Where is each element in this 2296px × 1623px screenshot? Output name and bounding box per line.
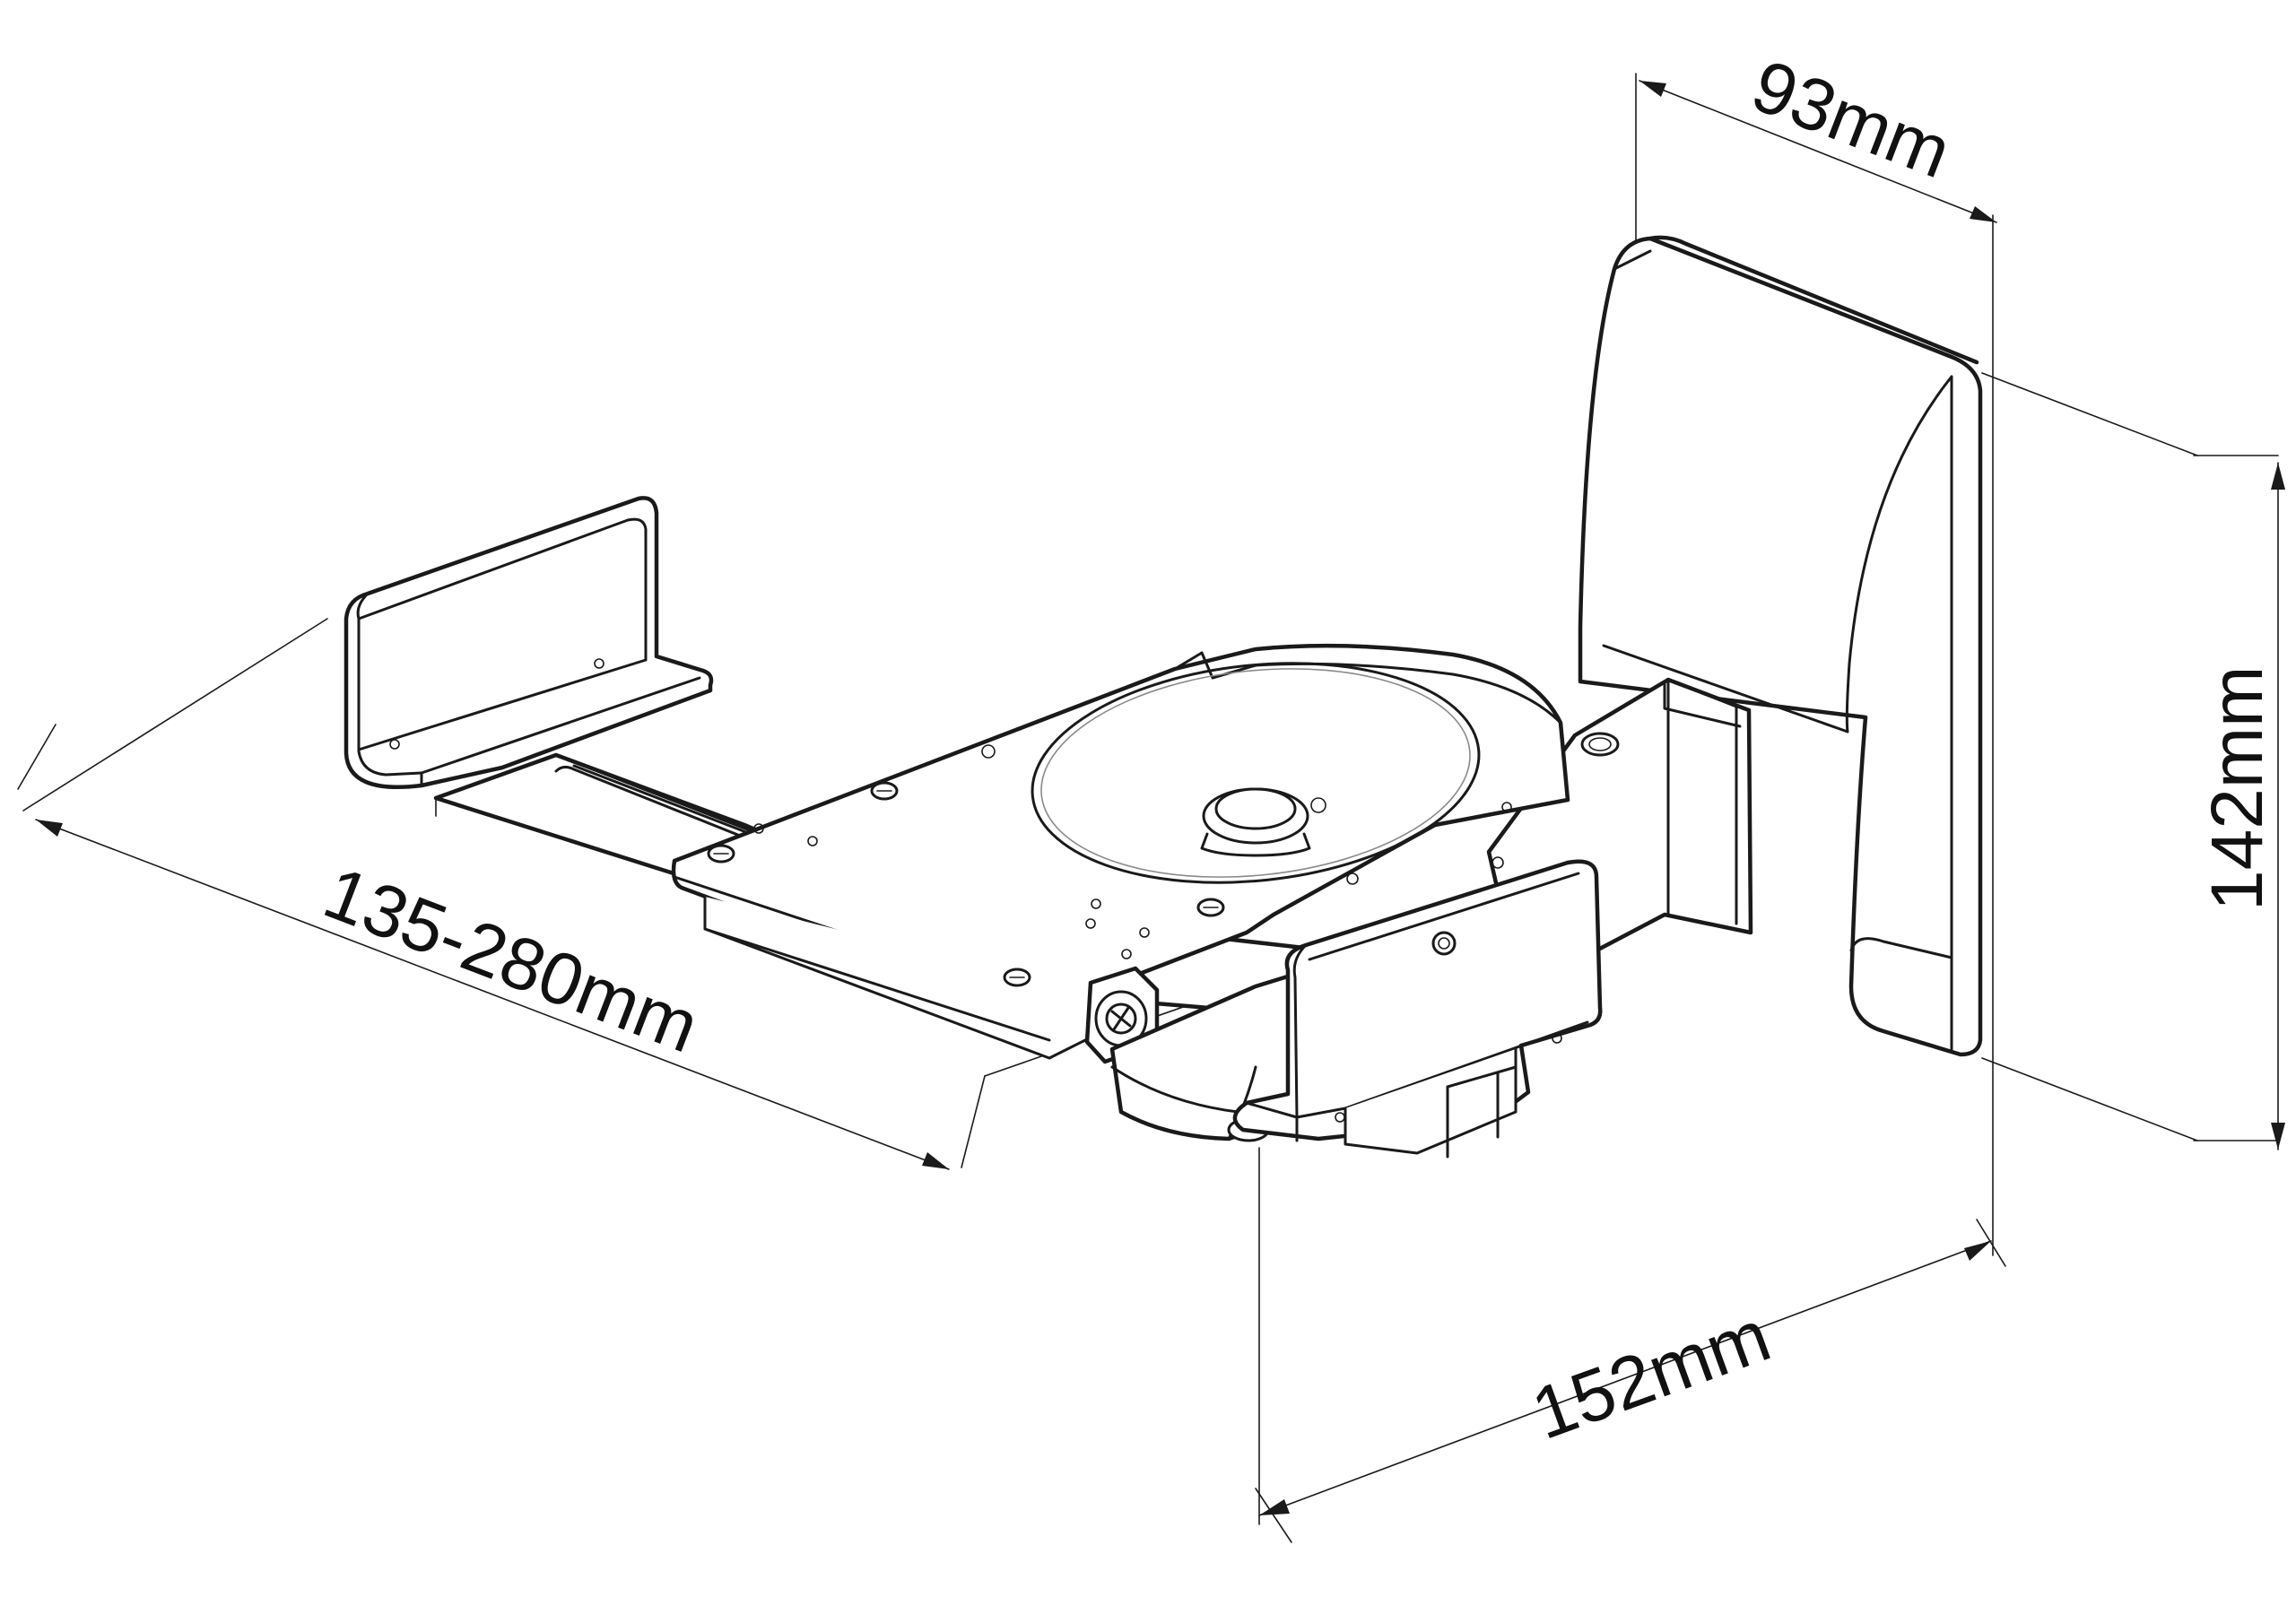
plate-screw-3 [1003,968,1031,987]
plate-screw-2 [870,781,899,801]
label-93mm: 93mm [1742,45,1961,195]
left-clamp [344,496,714,790]
label-142mm: 142mm [2196,666,2278,911]
right-clamp [1232,859,1603,1159]
dimension-142mm [1981,372,2285,1150]
top-plate [671,643,1570,1060]
label-135-280mm: 135-280mm [314,852,709,1069]
plate-screw-1 [707,844,735,864]
wall-plate [1578,235,1983,1057]
dimension-152mm [1255,1147,2006,1543]
plate-screw-4 [1196,898,1225,917]
dimension-93mm [1635,73,1997,1256]
label-152mm: 152mm [1522,1295,1780,1455]
